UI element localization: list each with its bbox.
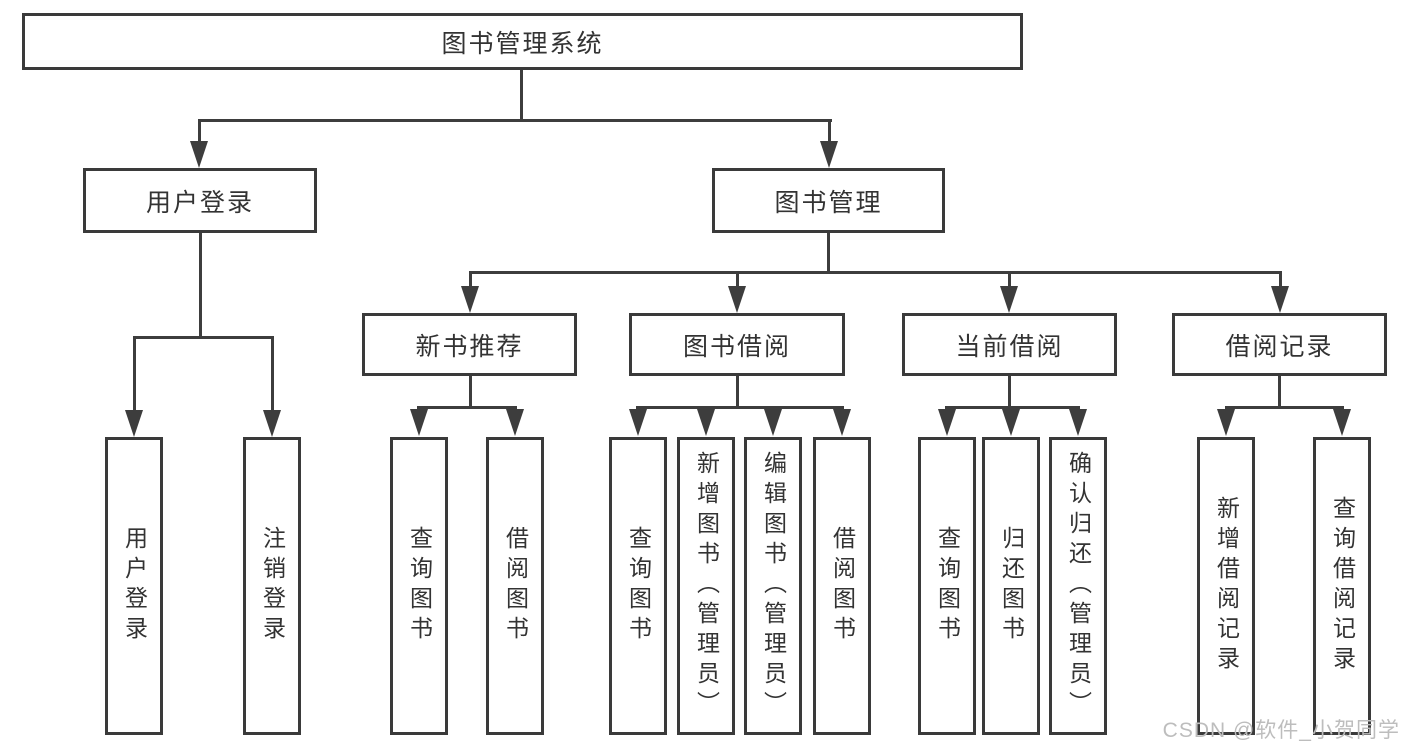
node-current-borrow: 当前借阅 <box>902 313 1117 376</box>
connector-line <box>1008 376 1011 407</box>
leaf-new-borrow-book: 借阅图书 <box>486 437 544 735</box>
node-root-label: 图书管理系统 <box>441 29 604 58</box>
arrow-down-icon <box>764 409 782 436</box>
connector-line <box>417 406 517 409</box>
leaf-new-query-book-label: 查询图书 <box>406 526 433 646</box>
node-root: 图书管理系统 <box>22 13 1023 70</box>
leaf-current-return-book-label: 归还图书 <box>998 526 1025 646</box>
node-current-borrow-label: 当前借阅 <box>955 332 1064 361</box>
arrow-down-icon <box>728 286 746 313</box>
arrow-down-icon <box>506 409 524 436</box>
leaf-borrow-add-book: 新增图书（管理员） <box>677 437 735 735</box>
connector-line <box>198 119 832 122</box>
node-borrow-records: 借阅记录 <box>1172 313 1387 376</box>
arrow-down-icon <box>1217 409 1235 436</box>
leaf-records-query: 查询借阅记录 <box>1313 437 1371 735</box>
leaf-user-login-label: 用户登录 <box>121 526 148 646</box>
leaf-borrow-query-book-label: 查询图书 <box>625 526 652 646</box>
leaf-borrow-add-book-label: 新增图书（管理员） <box>693 451 720 721</box>
leaf-records-add-label: 新增借阅记录 <box>1213 496 1240 676</box>
connector-line <box>827 233 830 271</box>
arrow-down-icon <box>820 141 838 168</box>
connector-line <box>636 406 844 409</box>
leaf-borrow-edit-book: 编辑图书（管理员） <box>744 437 802 735</box>
leaf-new-borrow-book-label: 借阅图书 <box>502 526 529 646</box>
leaf-current-query-book: 查询图书 <box>918 437 976 735</box>
node-user-login-branch: 用户登录 <box>83 168 317 233</box>
arrow-down-icon <box>1271 286 1289 313</box>
connector-line <box>736 376 739 407</box>
node-book-borrow-label: 图书借阅 <box>682 332 791 361</box>
leaf-borrow-query-book: 查询图书 <box>609 437 667 735</box>
arrow-down-icon <box>1002 409 1020 436</box>
leaf-records-query-label: 查询借阅记录 <box>1329 496 1356 676</box>
connector-line <box>199 233 202 336</box>
leaf-current-query-book-label: 查询图书 <box>934 526 961 646</box>
connector-line <box>520 68 523 119</box>
arrow-down-icon <box>1069 409 1087 436</box>
connector-line <box>736 271 739 289</box>
node-book-management-label: 图书管理 <box>774 188 883 217</box>
arrow-down-icon <box>1333 409 1351 436</box>
connector-line <box>469 271 1282 274</box>
arrow-down-icon <box>461 286 479 313</box>
leaf-user-logout-label: 注销登录 <box>259 526 286 646</box>
leaf-records-add: 新增借阅记录 <box>1197 437 1255 735</box>
leaf-new-query-book: 查询图书 <box>390 437 448 735</box>
arrow-down-icon <box>1000 286 1018 313</box>
node-book-borrow: 图书借阅 <box>629 313 845 376</box>
csdn-watermark: CSDN @软件_小贺同学 <box>1162 719 1400 742</box>
connector-line <box>828 119 831 147</box>
arrow-down-icon <box>697 409 715 436</box>
connector-line <box>271 336 274 411</box>
connector-line <box>945 406 1080 409</box>
leaf-user-logout: 注销登录 <box>243 437 301 735</box>
leaf-user-login: 用户登录 <box>105 437 163 735</box>
arrow-down-icon <box>629 409 647 436</box>
arrow-down-icon <box>410 409 428 436</box>
connector-line <box>1225 406 1344 409</box>
connector-line <box>1008 271 1011 289</box>
connector-line <box>469 271 472 289</box>
connector-line <box>1279 271 1282 289</box>
node-new-book-recommend: 新书推荐 <box>362 313 577 376</box>
connector-line <box>469 376 472 407</box>
node-book-management: 图书管理 <box>712 168 945 233</box>
leaf-current-confirm-return-label: 确认归还（管理员） <box>1065 451 1092 721</box>
node-borrow-records-label: 借阅记录 <box>1225 332 1334 361</box>
leaf-current-confirm-return: 确认归还（管理员） <box>1049 437 1107 735</box>
node-user-login-branch-label: 用户登录 <box>145 188 254 217</box>
leaf-borrow-borrow-book-label: 借阅图书 <box>829 526 856 646</box>
leaf-borrow-borrow-book: 借阅图书 <box>813 437 871 735</box>
node-new-book-recommend-label: 新书推荐 <box>415 332 524 361</box>
arrow-down-icon <box>190 141 208 168</box>
connector-line <box>1278 376 1281 407</box>
connector-line <box>198 119 201 147</box>
arrow-down-icon <box>833 409 851 436</box>
arrow-down-icon <box>263 410 281 437</box>
leaf-borrow-edit-book-label: 编辑图书（管理员） <box>760 451 787 721</box>
connector-line <box>133 336 136 411</box>
arrow-down-icon <box>938 409 956 436</box>
arrow-down-icon <box>125 410 143 437</box>
connector-line <box>133 336 274 339</box>
leaf-current-return-book: 归还图书 <box>982 437 1040 735</box>
